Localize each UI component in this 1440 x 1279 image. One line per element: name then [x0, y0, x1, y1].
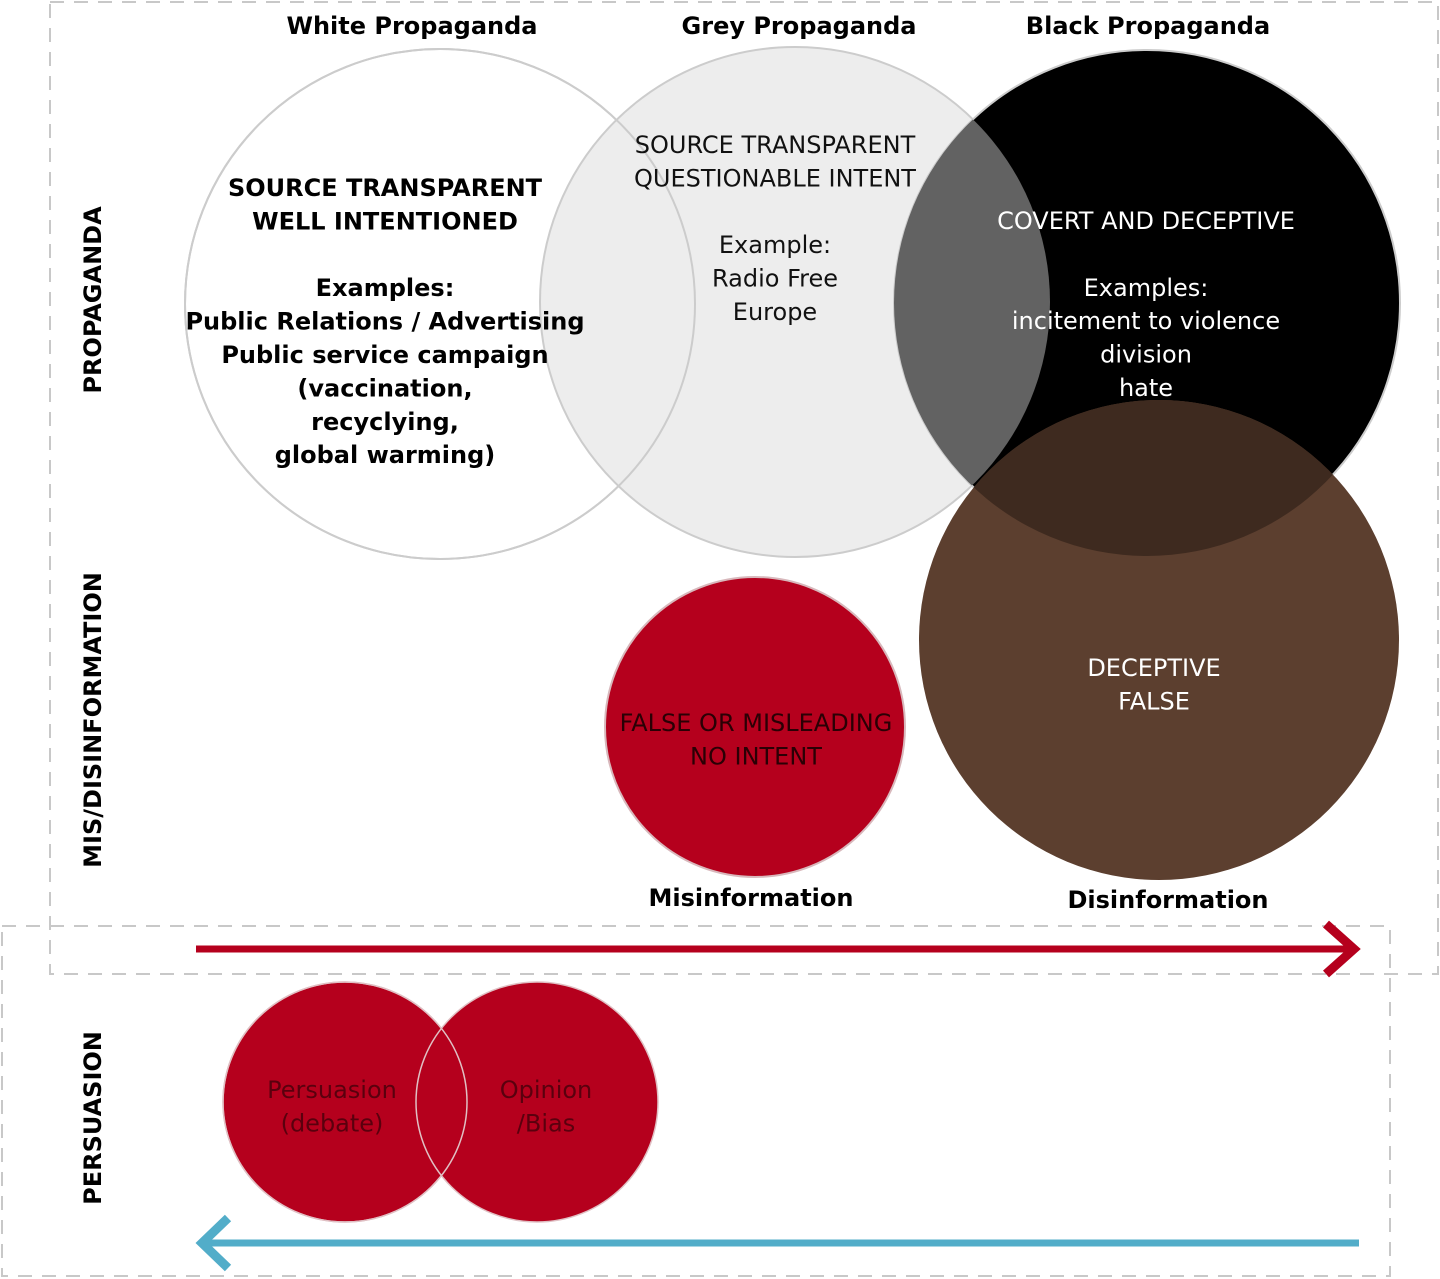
white-text-line: (vaccination, — [297, 374, 472, 402]
grey-text-line: Radio Free — [712, 265, 838, 293]
black-text-line: incitement to violence — [1012, 307, 1280, 335]
grey-text-line: SOURCE TRANSPARENT — [635, 131, 916, 159]
title-misinformation: Misinformation — [649, 884, 854, 912]
opinion-text-line: Opinion — [500, 1076, 593, 1104]
blue-arrow-left-icon — [195, 1214, 1359, 1272]
white-circle-outline — [184, 48, 696, 560]
white-text-line: recyclying, — [311, 408, 459, 436]
row-label-persuasion: PERSUASION — [79, 1031, 107, 1205]
disinformation-text-line: FALSE — [1118, 687, 1190, 715]
misinformation-text-line: NO INTENT — [690, 742, 822, 770]
persuasion-text-line: Persuasion — [267, 1076, 397, 1104]
white-text-line: global warming) — [275, 441, 496, 469]
persuasion-circle-text: Persuasion (debate) — [267, 1076, 397, 1137]
black-text-line: hate — [1119, 374, 1173, 402]
black-text-line: division — [1100, 341, 1192, 369]
title-black-propaganda: Black Propaganda — [1026, 12, 1270, 40]
persuasion-circle-outline — [222, 981, 468, 1223]
misinformation-circle — [604, 576, 906, 878]
grey-text-line: Europe — [733, 298, 817, 326]
black-circle-text: COVERT AND DECEPTIVE Examples: incitement… — [997, 207, 1295, 402]
white-text-line: Public Relations / Advertising — [185, 308, 584, 336]
red-arrow-right-icon — [196, 920, 1361, 978]
title-disinformation: Disinformation — [1068, 886, 1269, 914]
opinion-circle-text: Opinion/Bias — [500, 1076, 593, 1137]
row-label-misdisinformation: MIS/DISINFORMATION — [79, 572, 107, 868]
bottom-section-frame — [1, 925, 1391, 1277]
grey-circle-text: SOURCE TRANSPARENT QUESTIONABLE INTENT Ex… — [634, 131, 916, 326]
white-text-line: WELL INTENTIONED — [252, 207, 518, 235]
disinformation-text-line: DECEPTIVE — [1087, 654, 1220, 682]
misinformation-text-line: FALSE OR MISLEADING — [620, 709, 893, 737]
misinformation-circle-text: FALSE OR MISLEADING NO INTENT — [620, 709, 893, 770]
opinion-text-line: /Bias — [517, 1109, 575, 1137]
white-text-line: Public service campaign — [221, 341, 548, 369]
white-text-line: SOURCE TRANSPARENT — [228, 174, 543, 202]
white-circle-text: SOURCE TRANSPARENT WELL INTENTIONED Examp… — [185, 174, 584, 469]
title-grey-propaganda: Grey Propaganda — [682, 12, 917, 40]
title-white-propaganda: White Propaganda — [286, 12, 537, 40]
persuasion-text-line: (debate) — [281, 1109, 384, 1137]
disinformation-circle-text: DECEPTIVE FALSE — [1087, 654, 1220, 715]
white-text-line — [381, 241, 389, 269]
black-text-line — [1142, 240, 1150, 268]
grey-text-line: QUESTIONABLE INTENT — [634, 164, 916, 192]
white-text-line: Examples: — [316, 274, 455, 302]
black-text-line: COVERT AND DECEPTIVE — [997, 207, 1295, 235]
row-label-propaganda: PROPAGANDA — [79, 206, 107, 394]
black-text-line: Examples: — [1084, 274, 1209, 302]
top-section-frame — [49, 1, 1439, 975]
opinion-bias-circle — [415, 981, 659, 1223]
grey-text-line: Example: — [719, 231, 831, 259]
grey-text-line — [771, 198, 779, 226]
